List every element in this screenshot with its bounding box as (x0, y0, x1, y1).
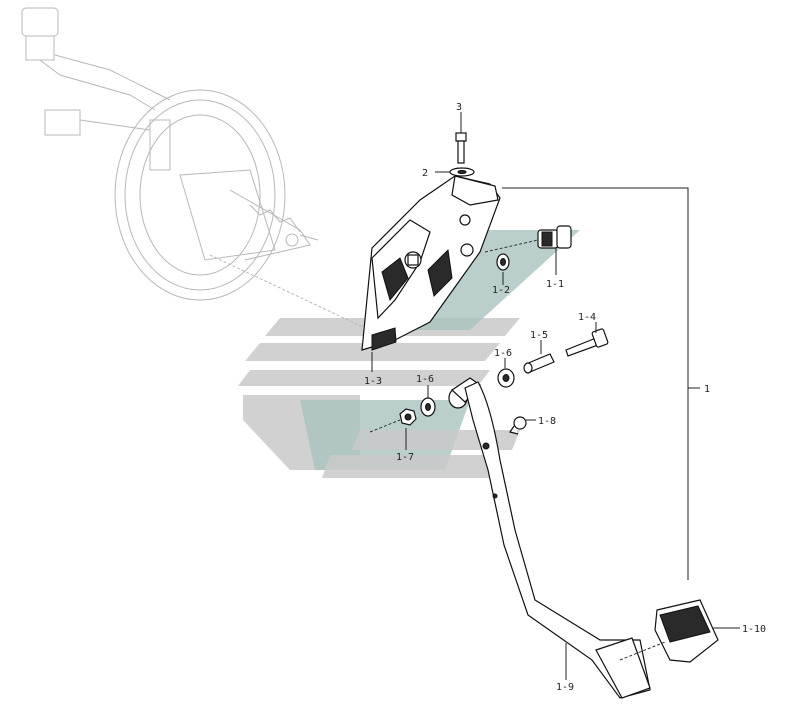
nut-1-7 (369, 408, 417, 450)
clip-1-8 (509, 416, 536, 435)
pedal-pad (619, 599, 740, 663)
callout-3: 3 (456, 102, 462, 113)
callout-2: 2 (422, 168, 428, 179)
callout-1-3: 1-3 (364, 376, 382, 387)
pin-1-5 (523, 340, 555, 374)
bushing-1-6-upper (497, 358, 515, 388)
switch-1-1 (484, 225, 572, 275)
callout-1-1: 1-1 (546, 279, 564, 290)
bushing-1-2 (496, 253, 510, 285)
callout-1-6-upper: 1-6 (494, 348, 512, 359)
callout-1-9: 1-9 (556, 682, 574, 693)
callout-1-10: 1-10 (742, 624, 766, 635)
callout-1-8: 1-8 (538, 416, 556, 427)
bushing-1-6-lower (420, 385, 436, 417)
callout-labels: 3 2 1 1-1 1-2 1-3 1-4 1-5 1-6 1-6 1-7 1-… (364, 102, 766, 693)
callout-1-4: 1-4 (578, 312, 596, 323)
pedal-bracket (361, 175, 501, 351)
callout-1: 1 (704, 384, 710, 395)
assembly-bracket-1 (502, 187, 700, 580)
callout-1-7: 1-7 (396, 452, 414, 463)
brake-booster-ghost (21, 7, 366, 329)
bolt-3 (455, 112, 467, 164)
callout-1-6-lower: 1-6 (416, 374, 434, 385)
callout-1-2: 1-2 (492, 285, 510, 296)
bolt-1-4 (565, 322, 609, 357)
callout-1-5: 1-5 (530, 330, 548, 341)
washer-2 (435, 167, 475, 177)
